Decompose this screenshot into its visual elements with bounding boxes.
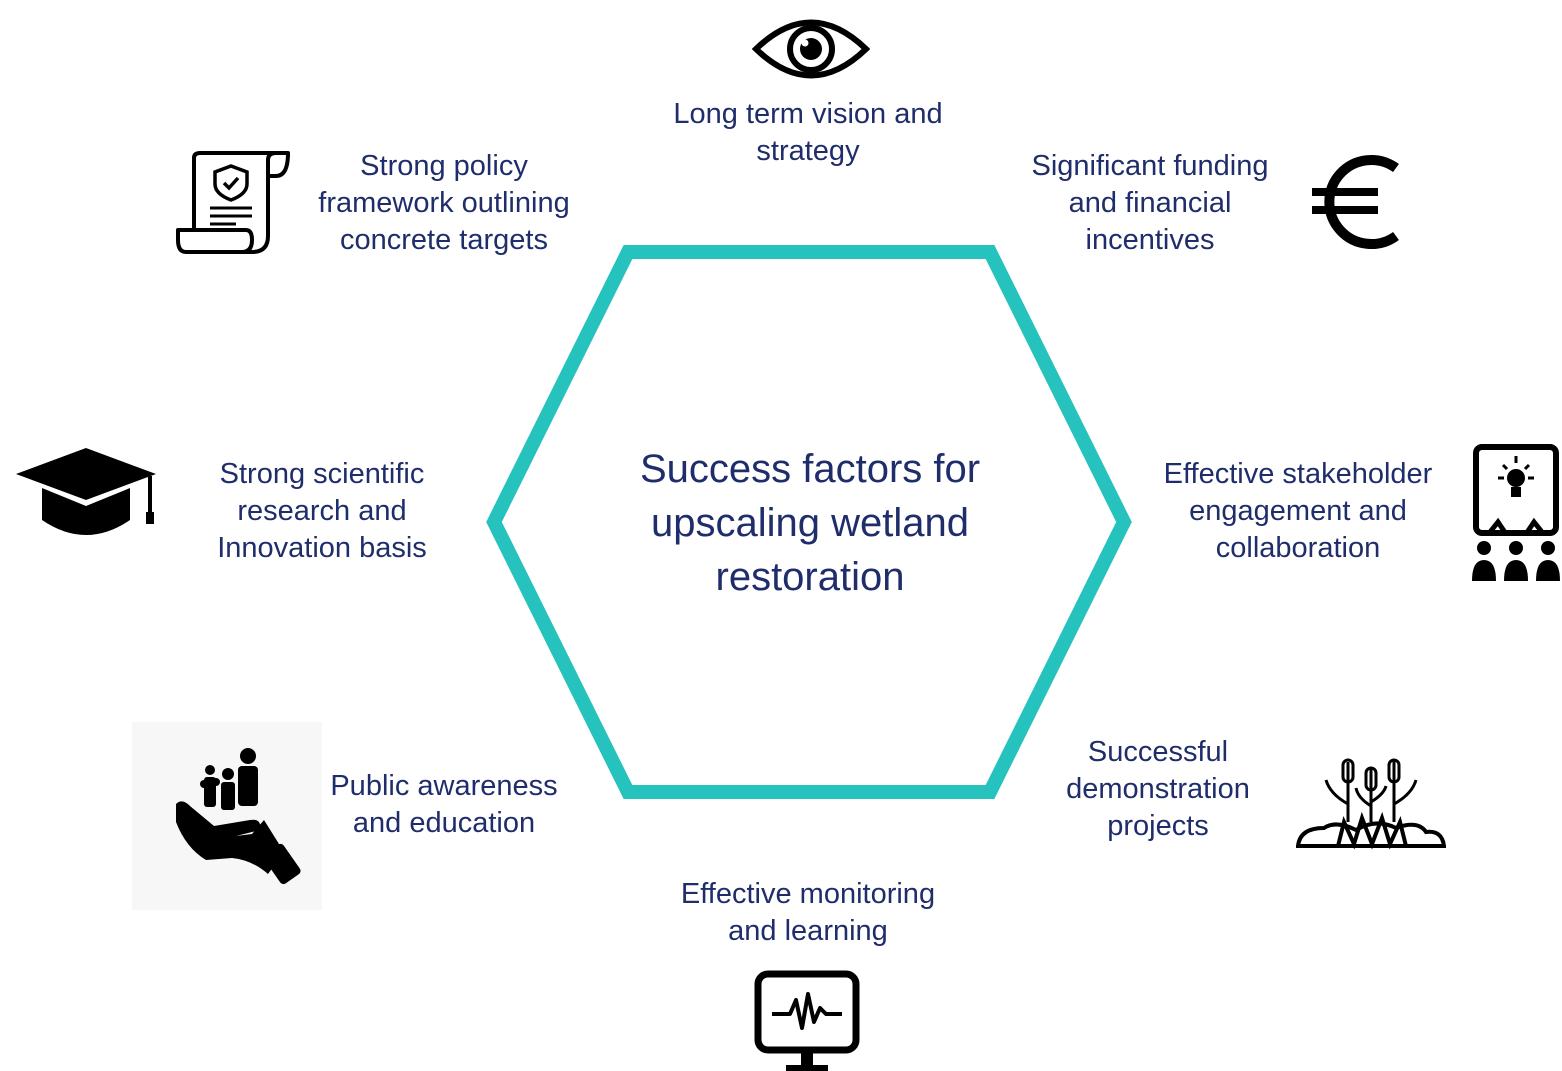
factor-demonstration-label: Successful demonstration projects: [1066, 736, 1250, 842]
wetland-plants-icon: [1296, 758, 1446, 850]
policy-scroll-icon: [176, 151, 290, 254]
factor-research-label: Strong scientific research and Innovatio…: [217, 458, 427, 564]
factor-stakeholder-label: Effective stakeholder engagement and col…: [1163, 458, 1433, 564]
factor-awareness-label: Public awareness and education: [330, 770, 558, 839]
monitor-heartbeat-icon: [754, 970, 860, 1071]
presentation-icon: [1472, 444, 1560, 581]
factor-monitoring-label: Effective monitoring and learning: [680, 878, 936, 947]
center-title: Success factors for upscaling wetland re…: [639, 447, 981, 599]
factor-policy-label: Strong policy framework outlining concre…: [318, 150, 570, 256]
factor-vision-label: Long term vision and strategy: [673, 98, 943, 167]
euro-icon: [1312, 155, 1399, 249]
hand-holding-people-icon: [132, 722, 322, 910]
graduation-cap-icon: [16, 448, 156, 535]
eye-icon: [752, 19, 870, 79]
factor-funding-label: Significant funding and financial incent…: [1031, 150, 1269, 256]
